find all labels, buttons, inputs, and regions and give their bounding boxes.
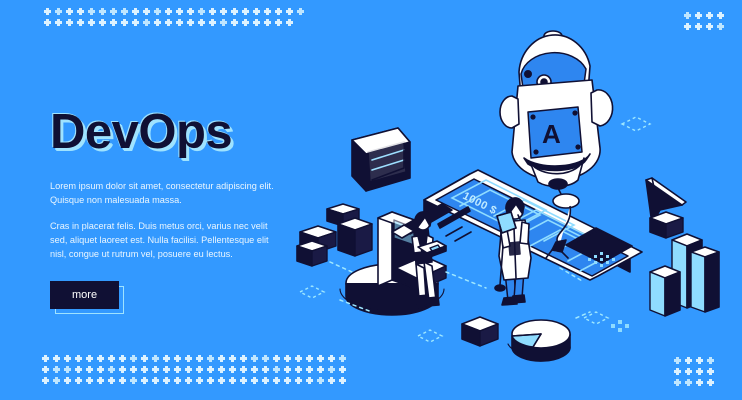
cube-bottom-middle xyxy=(462,317,498,346)
page-title: DevOps xyxy=(50,108,300,157)
hero-paragraph-2: Cras in placerat felis. Duis metus orci,… xyxy=(50,219,275,261)
hero-paragraph-1: Lorem ipsum dolor sit amet, consectetur … xyxy=(50,179,275,207)
cube-small-right xyxy=(650,212,683,238)
more-button[interactable]: more xyxy=(50,281,119,309)
robot-object: A xyxy=(500,31,613,208)
cube-small-c xyxy=(297,241,327,266)
pixel-cluster-decoration xyxy=(611,320,629,332)
connector-line-center xyxy=(446,272,486,288)
cube-tall-left xyxy=(338,218,372,256)
bar-chart-object xyxy=(650,234,719,316)
hero-content: DevOps Lorem ipsum dolor sit amet, conse… xyxy=(50,108,300,309)
robot-badge-letter: A xyxy=(542,119,561,149)
cta-button-wrapper: more xyxy=(50,281,119,309)
pie-chart-object xyxy=(508,312,590,361)
connector-line-left xyxy=(330,262,352,272)
open-folder-object xyxy=(352,128,410,191)
